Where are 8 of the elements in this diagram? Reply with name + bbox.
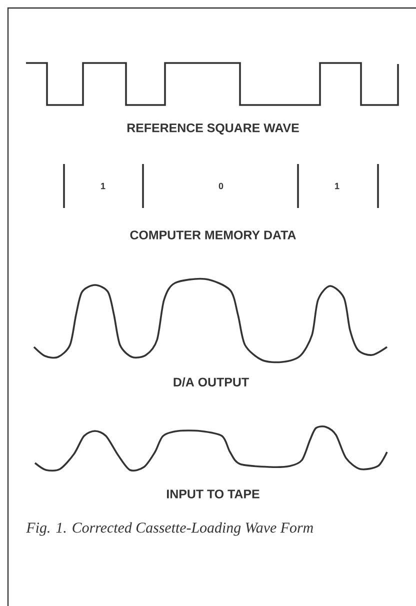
bit-value-label: 1 xyxy=(335,182,340,190)
waveform-label: REFERENCE SQUARE WAVE xyxy=(127,123,299,135)
waveform-label: INPUT TO TAPE xyxy=(167,490,260,498)
waveform-label: D/A OUTPUT xyxy=(174,377,249,387)
figure-caption: Fig. 1. Corrected Cassette-Loading Wave Form xyxy=(26,522,313,536)
waveform-label: COMPUTER MEMORY DATA xyxy=(130,230,296,240)
bit-value-label: 1 xyxy=(101,182,106,190)
bit-value-label: 0 xyxy=(218,182,224,190)
